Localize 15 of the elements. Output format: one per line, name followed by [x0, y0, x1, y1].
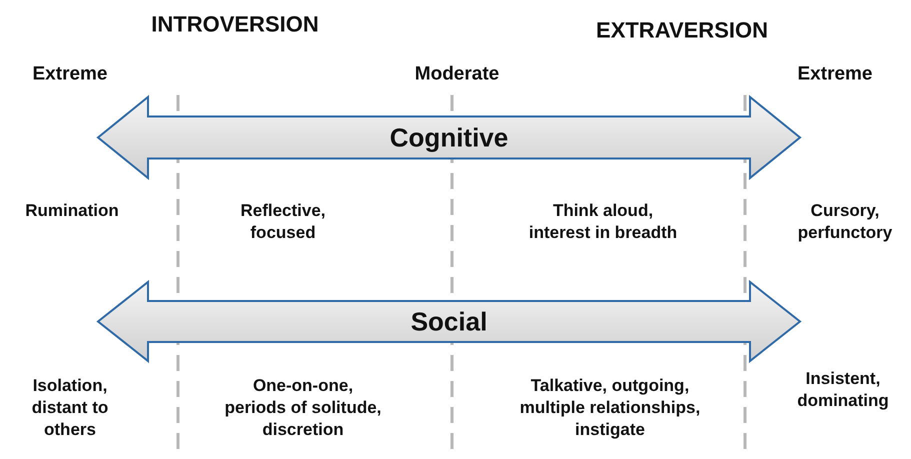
description: Reflective, focused	[240, 200, 326, 244]
scale-label: Extreme	[798, 62, 872, 87]
description: One-on-one, periods of solitude, discretion	[224, 374, 382, 442]
heading: EXTRAVERSION	[596, 16, 768, 45]
arrow-label: Cognitive	[390, 122, 508, 153]
description: Think aloud, interest in breadth	[528, 200, 678, 244]
heading: INTROVERSION	[151, 10, 319, 39]
arrow-label: Social	[410, 306, 488, 337]
description: Rumination	[25, 200, 119, 222]
scale-label: Extreme	[32, 62, 108, 87]
scale-label: Moderate	[414, 62, 500, 87]
description: Cursory, perfunctory	[798, 200, 892, 244]
description: Isolation, distant to others	[32, 374, 108, 442]
description: Insistent, dominating	[797, 368, 889, 412]
description: Talkative, outgoing, multiple relationships, instigate	[520, 374, 700, 442]
